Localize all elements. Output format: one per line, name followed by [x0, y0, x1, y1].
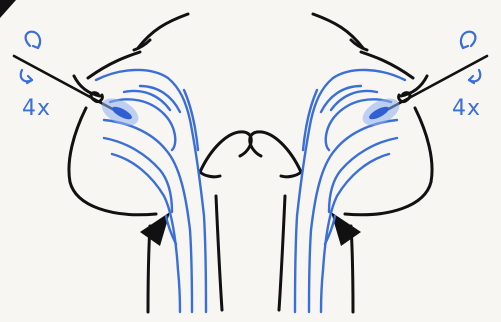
right-repetition-label: 4x: [452, 96, 481, 121]
left-repetition-label: 4x: [22, 96, 51, 121]
